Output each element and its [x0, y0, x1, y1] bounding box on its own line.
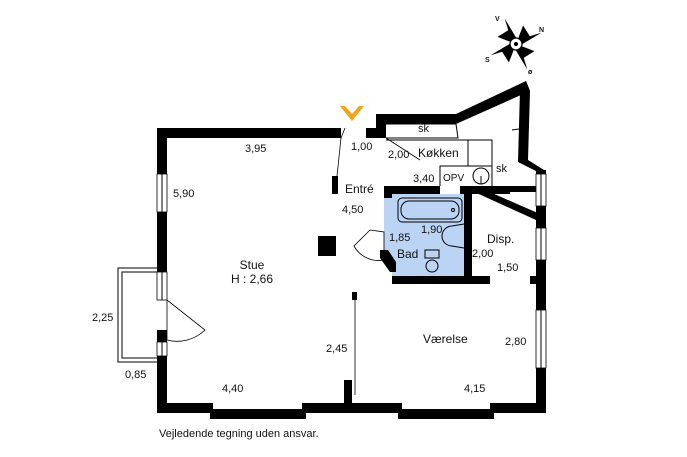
windows — [156, 173, 547, 369]
compass-o: ø — [528, 69, 533, 76]
kitchen-counter — [386, 89, 527, 186]
dim-190: 1,90 — [421, 224, 442, 236]
dim-200b: 2,00 — [472, 248, 493, 260]
dim-395: 3,95 — [245, 143, 266, 155]
dim-150: 1,50 — [497, 262, 518, 274]
room-label-entre: Entré — [345, 182, 374, 196]
doors — [166, 127, 421, 395]
dim-185: 1,85 — [389, 232, 410, 244]
compass-n: N — [539, 27, 544, 34]
room-label-bad: Bad — [397, 247, 418, 261]
disclaimer-text: Vejledende tegning uden ansvar. — [159, 428, 319, 440]
dim-340: 3,40 — [413, 173, 434, 185]
entrance-marker — [340, 106, 364, 121]
dim-245: 2,45 — [326, 343, 347, 355]
room-label-disp: Disp. — [487, 232, 514, 246]
fixture-label-sk-right: sk — [496, 163, 508, 175]
dim-440: 4,40 — [222, 383, 243, 395]
compass-v: V — [495, 16, 500, 23]
dim-590: 5,90 — [173, 188, 194, 200]
dim-280: 2,80 — [505, 336, 526, 348]
dim-415: 4,15 — [464, 383, 485, 395]
balcony — [117, 267, 157, 363]
dim-225: 2,25 — [92, 312, 113, 324]
room-label-vaerelse: Værelse — [423, 332, 468, 346]
room-height-stue: H : 2,66 — [231, 272, 273, 286]
room-label-kokken: Køkken — [418, 146, 459, 160]
compass-rose — [490, 18, 542, 70]
dim-450: 4,50 — [342, 204, 363, 216]
compass-s: S — [485, 57, 490, 64]
room-label-stue: Stue — [240, 258, 265, 272]
fixture-label-sk-top: sk — [418, 123, 430, 135]
dim-200a: 2,00 — [388, 149, 409, 161]
inner-walls — [318, 176, 540, 410]
bathroom-area — [384, 194, 468, 276]
fixture-label-opv: OPV — [443, 173, 464, 184]
dim-085: 0,85 — [125, 369, 146, 381]
dim-100: 1,00 — [351, 141, 372, 153]
bath-fixtures — [397, 197, 465, 273]
